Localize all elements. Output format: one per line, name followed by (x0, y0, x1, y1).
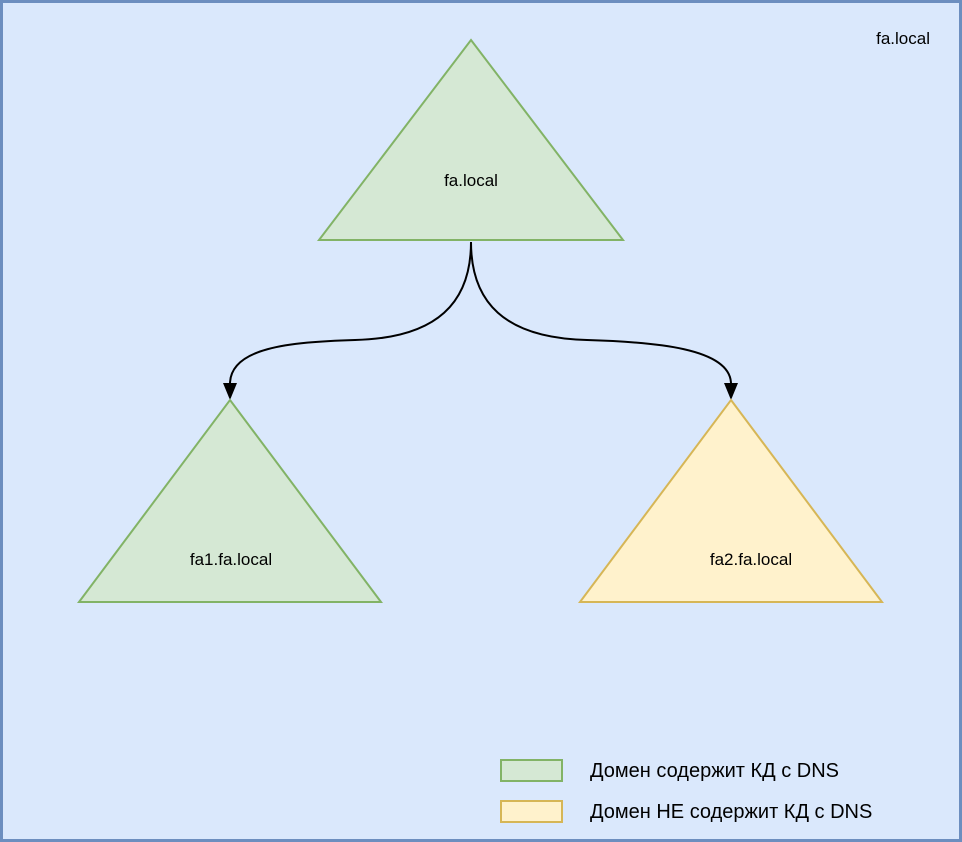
triangle-root-domain (316, 38, 626, 241)
arrow-root-to-right (470, 241, 732, 385)
legend-item-with-dns-label: Домен содержит КД с DNS (590, 760, 839, 782)
triangle-child-left-domain (77, 398, 383, 603)
arrowhead-left-icon (223, 383, 237, 400)
root-domain-label: fa.local (444, 170, 498, 190)
child-right-domain-label: fa2.fa.local (709, 549, 793, 569)
legend-swatch-yellow (500, 800, 563, 823)
arrowhead-right-icon (724, 383, 738, 400)
legend-item-without-dns-label: Домен НЕ содержит КД с DNS (590, 801, 873, 823)
legend-swatch-green (500, 759, 563, 782)
arrow-root-to-left (229, 241, 472, 385)
canvas-corner-label: fa.local (876, 29, 930, 48)
child-left-domain-label: fa1.fa.local (189, 549, 273, 569)
triangle-child-right-domain (578, 398, 884, 603)
